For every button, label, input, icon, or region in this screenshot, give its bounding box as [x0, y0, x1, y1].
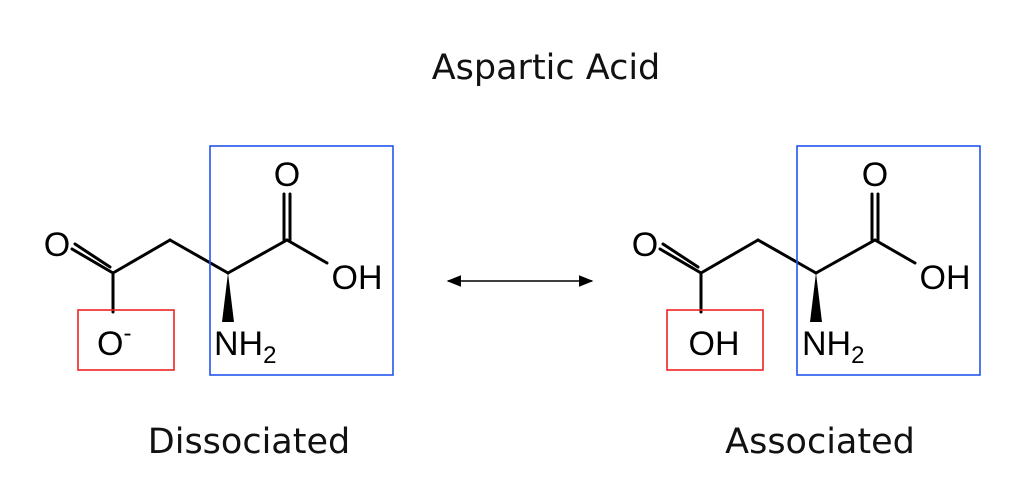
wedge-bond	[810, 273, 822, 322]
acid-hydroxyl: OH	[920, 259, 971, 297]
amino-acid-core-box	[796, 145, 981, 376]
acid-oxygen: O	[862, 156, 888, 194]
acid-hydroxyl: OH	[332, 259, 383, 297]
acid-oxygen: O	[274, 156, 300, 194]
molecule-associated: O O OH OH NH2 Associated	[632, 145, 981, 462]
ionizable-group-box	[77, 309, 175, 371]
wedge-bond	[222, 273, 234, 322]
molecule-label: Associated	[725, 422, 915, 462]
carbonyl-oxygen: O	[632, 226, 658, 264]
amine-group: NH2	[214, 325, 276, 369]
molecule-label: Dissociated	[148, 422, 350, 462]
ionizable-group-box	[666, 309, 764, 371]
diagram-title: Aspartic Acid	[432, 48, 661, 88]
carbonyl-oxygen: O	[44, 226, 70, 264]
amino-acid-core-box	[209, 145, 394, 376]
side-chain-group: O-	[97, 320, 131, 363]
side-chain-group: OH	[689, 325, 740, 363]
amine-group: NH2	[802, 325, 864, 369]
molecule-dissociated: O O OH O- NH2 Dissociated	[44, 145, 394, 462]
